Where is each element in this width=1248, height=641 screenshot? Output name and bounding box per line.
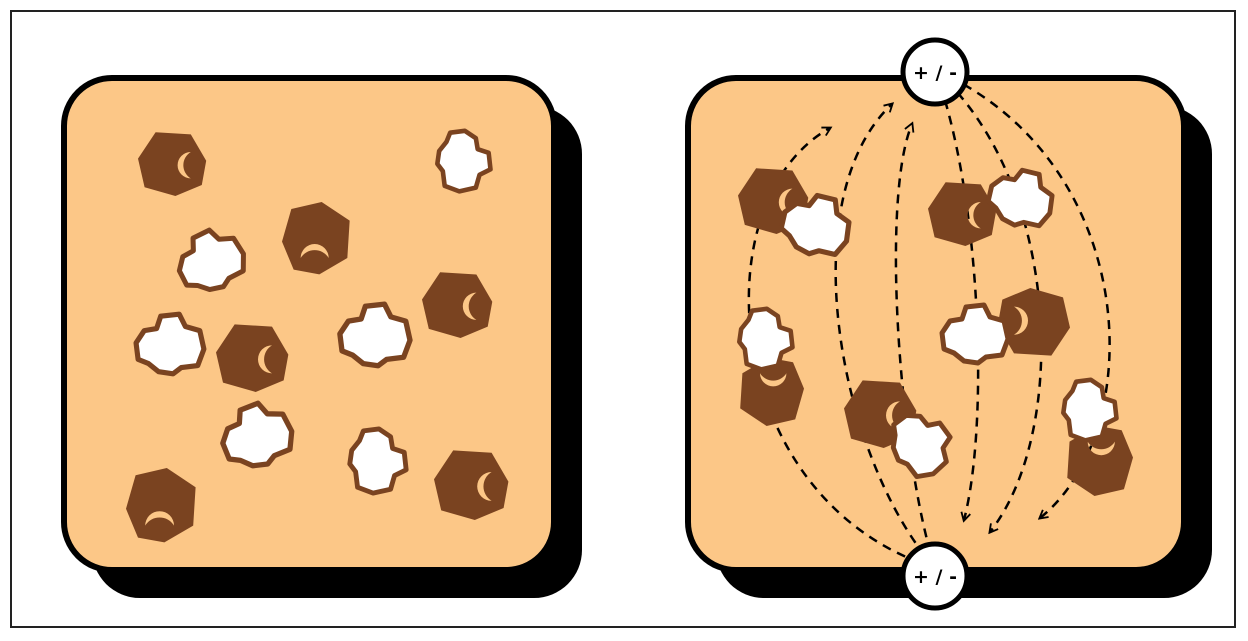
left-panel (61, 75, 582, 598)
electrode-circle-icon (900, 541, 970, 611)
field-line (934, 68, 1111, 518)
field-line (834, 104, 936, 569)
top-electrode: + / - (900, 37, 970, 107)
electrode-circle-icon (900, 37, 970, 107)
bottom-electrode-label: + / - (913, 566, 957, 588)
right-panel: + / - + / - (685, 37, 1212, 611)
left-panel-box (61, 75, 557, 573)
top-electrode-label: + / - (913, 62, 957, 84)
field-line (933, 69, 980, 520)
bottom-electrode: + / - (900, 541, 970, 611)
field-line (894, 124, 937, 569)
